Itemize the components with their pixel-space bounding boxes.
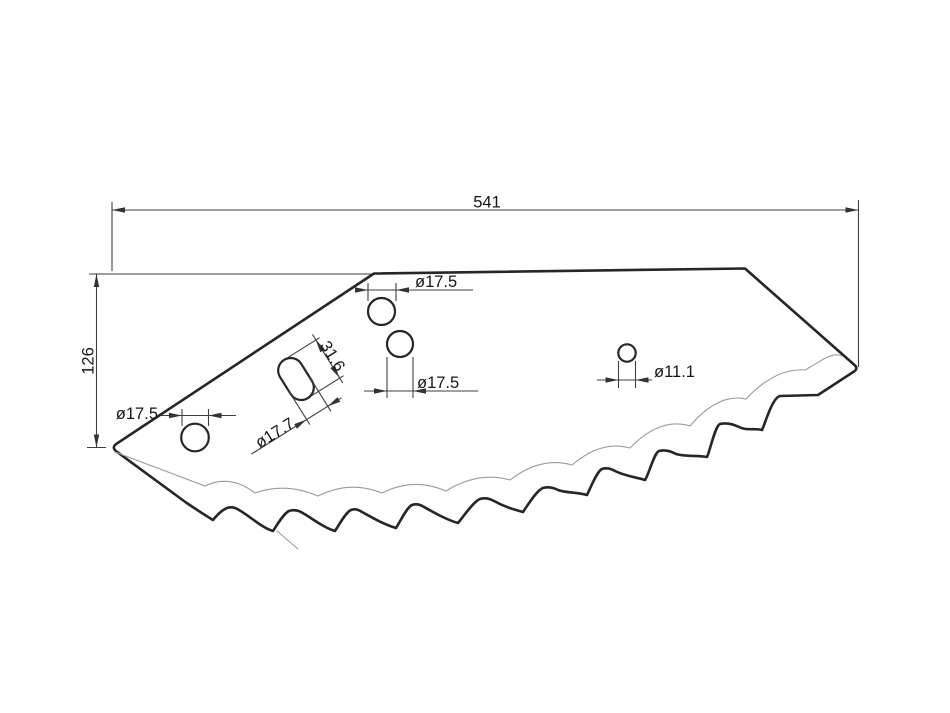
blade-shape [112, 267, 858, 550]
dim-slot-length: 31.6 [287, 334, 348, 396]
arrowhead-icon [396, 287, 409, 293]
dim-overall-width-label: 541 [473, 194, 501, 212]
arrowhead-icon [169, 412, 182, 419]
dim-hole-middle: ø17.5 [364, 357, 478, 398]
arrowhead-icon [355, 287, 368, 293]
arrowhead-icon [413, 388, 426, 394]
arrowhead-up-icon [93, 274, 100, 287]
blade-holes [180, 296, 637, 453]
blade-outline [112, 267, 858, 533]
arrowhead-icon [605, 377, 619, 383]
hole-left [180, 422, 210, 453]
dim-left-height: 126 [80, 273, 371, 449]
arrowhead-right-icon [845, 207, 859, 213]
dim-slot-length-label: 31.6 [316, 338, 348, 375]
dim-hole-left-label: ø17.5 [116, 405, 158, 423]
dim-hole-middle-label: ø17.5 [417, 374, 459, 392]
arrowhead-icon [374, 388, 387, 394]
arrowhead-icon [330, 365, 340, 378]
arrowhead-left-icon [112, 207, 125, 213]
arrowhead-icon [315, 339, 325, 353]
arrowhead-down-icon [93, 434, 100, 448]
dim-overall-width: 541 [111, 194, 860, 367]
arrowhead-icon [635, 377, 649, 383]
dim-hole-small: ø11.1 [597, 361, 695, 388]
hole-top [366, 296, 397, 327]
dim-hole-small-label: ø11.1 [654, 363, 695, 381]
dim-hole-top: ø17.5 [355, 273, 473, 301]
dim-ext-line [308, 376, 332, 412]
arrowhead-icon [327, 397, 341, 407]
dim-ext-line [287, 389, 311, 425]
dim-left-height-label: 126 [80, 347, 98, 375]
dim-ext-line [311, 375, 344, 396]
dim-hole-top-label: ø17.5 [415, 273, 457, 291]
bevel-grind-line [114, 354, 843, 497]
dim-slot-width: ø17.7 [251, 376, 342, 455]
dim-ext-line [287, 337, 320, 358]
hole-small [617, 343, 637, 363]
dim-slot-width-label: ø17.7 [252, 414, 297, 452]
dim-hole-left: ø17.5 [116, 405, 236, 426]
arrowhead-icon [208, 412, 222, 419]
stray-leader-mark [276, 530, 299, 550]
hole-middle [385, 329, 415, 359]
arrowhead-icon [294, 419, 307, 429]
mount-slot [277, 356, 315, 402]
